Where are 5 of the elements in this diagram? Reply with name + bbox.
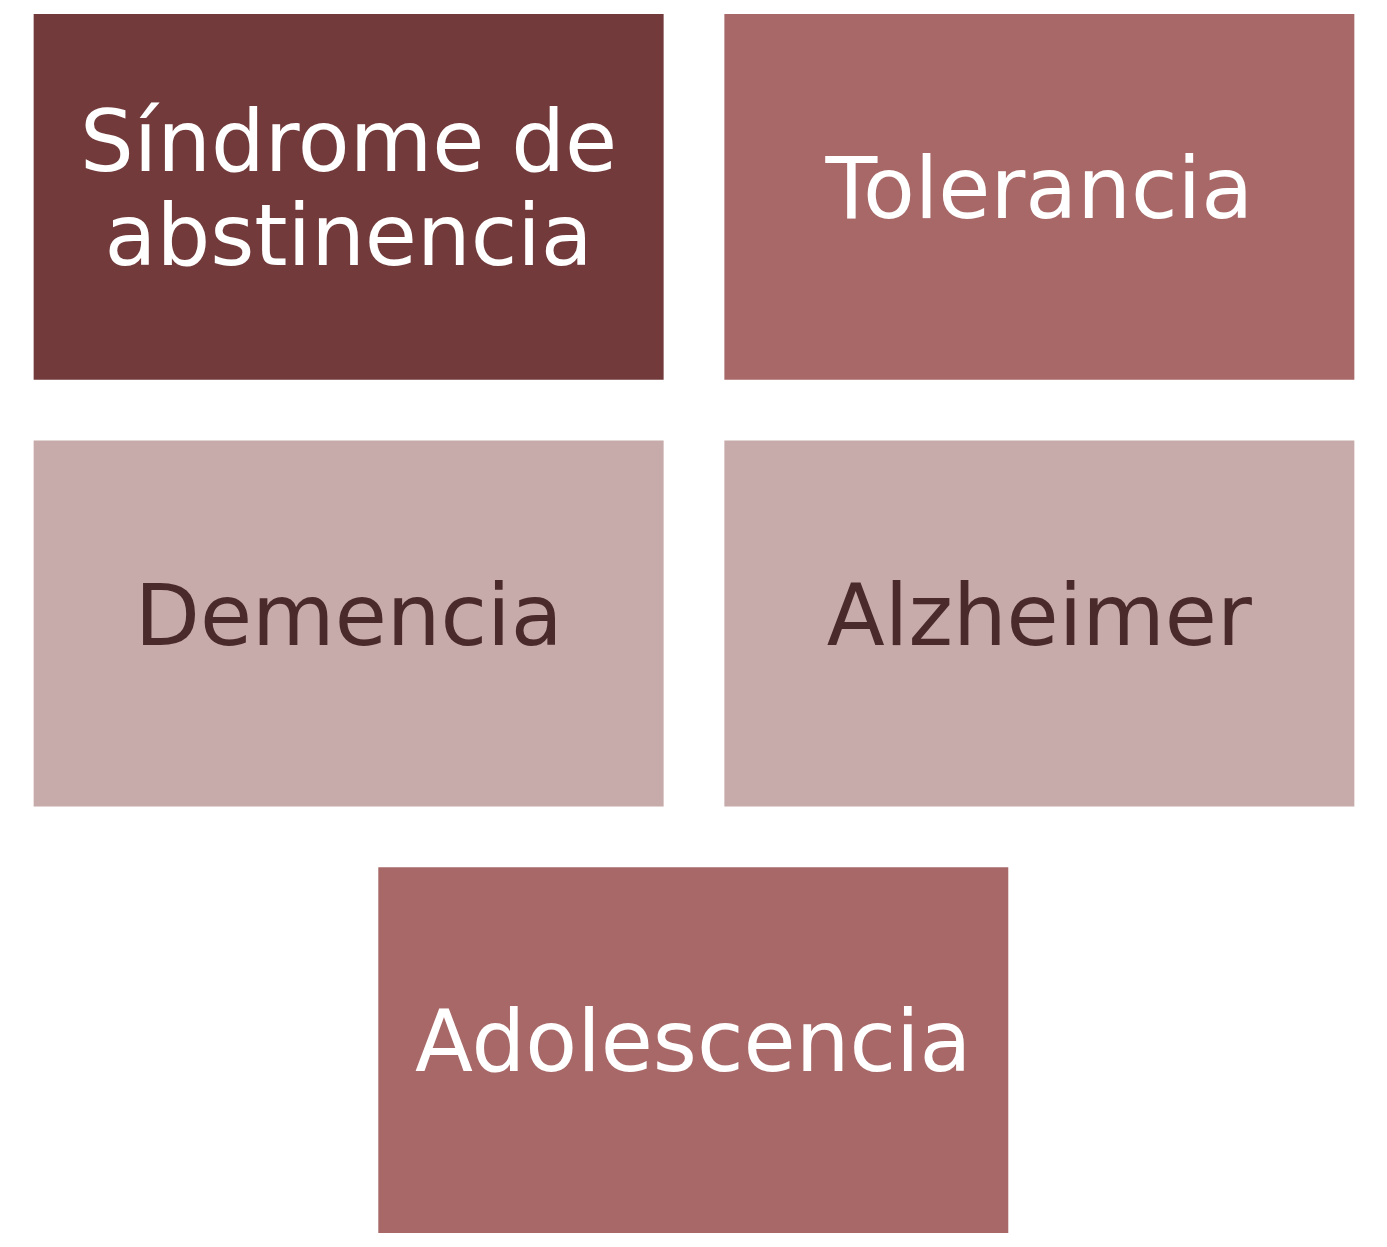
node-box: Tolerancia	[723, 14, 1354, 380]
node-box: Adolescencia	[377, 867, 1008, 1233]
node-box: Síndrome de abstinencia	[33, 14, 664, 380]
node-box: Alzheimer	[723, 440, 1354, 807]
node-box: Demencia	[33, 440, 664, 807]
